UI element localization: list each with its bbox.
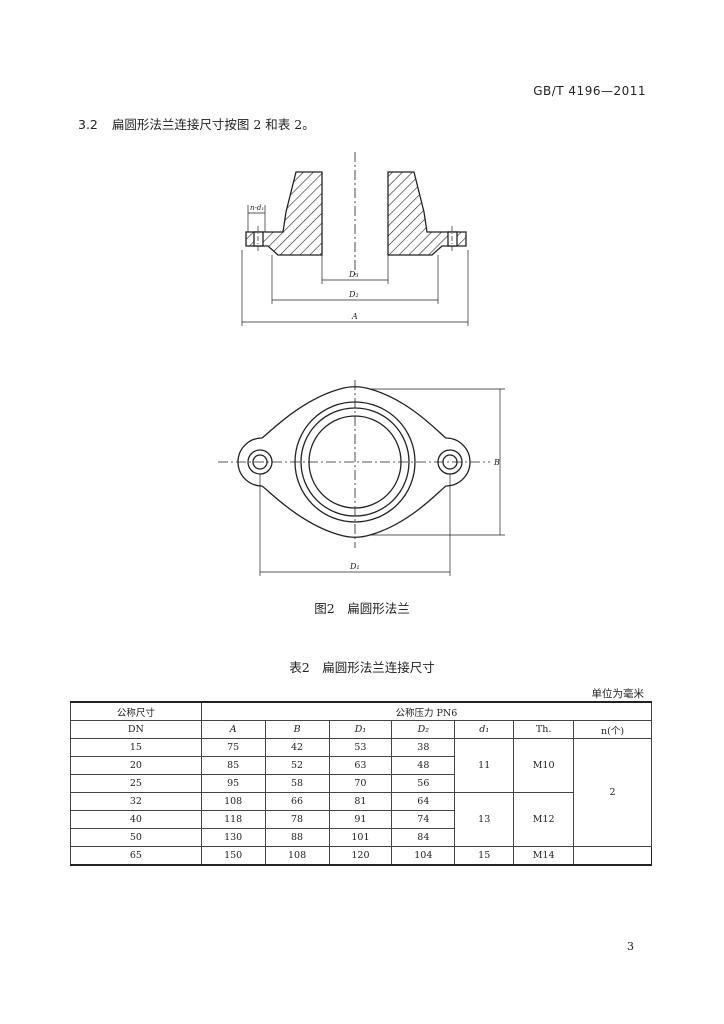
cell-a: 75 xyxy=(200,738,266,757)
header-pressure: 公称压力 PN6 xyxy=(200,701,653,721)
cell-dn: 50 xyxy=(70,828,202,847)
label-d1: D₁ xyxy=(349,562,360,571)
section-number: 3.2 xyxy=(78,117,98,132)
cell-dn: 25 xyxy=(70,774,202,793)
cell-thread-group2: M12 xyxy=(513,792,575,847)
right-hole-inner xyxy=(442,454,458,470)
cell-d1: 120 xyxy=(328,846,393,866)
cell-b: 78 xyxy=(264,810,330,829)
dimension-table: 公称尺寸 公称压力 PN6 DN A B D₁ D₂ d₁ Th. n(个) 1… xyxy=(70,701,653,866)
cell-a: 150 xyxy=(200,846,266,866)
table-row: 32 108 66 81 64 13 M12 xyxy=(70,792,652,847)
header-thread: Th. xyxy=(513,720,575,739)
cell-d1: 53 xyxy=(328,738,393,757)
section-view xyxy=(241,152,469,326)
cell-a: 108 xyxy=(200,792,266,811)
cell-d2: 56 xyxy=(391,774,456,793)
page-number: 3 xyxy=(627,940,634,953)
header-a: A xyxy=(200,720,266,739)
table-row: 25 95 58 70 56 xyxy=(70,774,652,793)
table-row: 15 75 42 53 38 11 M10 2 xyxy=(70,738,652,847)
header-row-2: DN A B D₁ D₂ d₁ Th. n(个) xyxy=(70,720,652,739)
label-d2: D₂ xyxy=(348,290,359,299)
table-caption: 表2 扁圆形法兰连接尺寸 xyxy=(289,660,435,675)
cell-d2: 64 xyxy=(391,792,456,811)
right-bolt-hole xyxy=(447,231,458,247)
table-row: 20 85 52 63 48 xyxy=(70,756,652,775)
header-nominal-size: 公称尺寸 xyxy=(70,701,202,721)
plan-view xyxy=(218,380,505,576)
cell-d1: 81 xyxy=(328,792,393,811)
cell-hole-group2: 13 xyxy=(454,792,515,847)
cell-b: 52 xyxy=(264,756,330,775)
cell-d2: 38 xyxy=(391,738,456,757)
label-hole: n-d₁ xyxy=(250,204,264,212)
unit-note: 单位为毫米 xyxy=(591,688,645,700)
cell-a: 95 xyxy=(200,774,266,793)
cell-dn: 32 xyxy=(70,792,202,811)
hub-outer xyxy=(294,401,416,523)
header-d1: D₁ xyxy=(328,720,393,739)
section-text: 扁圆形法兰连接尺寸按图 2 和表 2。 xyxy=(111,117,315,132)
hub-middle xyxy=(300,407,410,517)
header-dn: DN xyxy=(70,720,202,739)
flange-outline xyxy=(237,386,471,538)
cell-b: 88 xyxy=(264,828,330,847)
header-b: B xyxy=(264,720,330,739)
table-row: 65 150 108 120 104 15 M14 xyxy=(70,846,652,866)
cell-d1: 63 xyxy=(328,756,393,775)
section-heading: 3.2 扁圆形法兰连接尺寸按图 2 和表 2。 xyxy=(78,114,315,133)
header-hole-d1: d₁ xyxy=(454,720,515,739)
cell-a: 85 xyxy=(200,756,266,775)
cell-d2: 84 xyxy=(391,828,456,847)
cell-hole-group3: 15 xyxy=(454,846,515,866)
table-row: 50 130 88 101 84 xyxy=(70,828,652,847)
standard-code: GB/T 4196—2011 xyxy=(533,84,646,98)
header-d2: D₂ xyxy=(391,720,456,739)
label-d3: D₃ xyxy=(348,270,359,279)
cell-dn: 40 xyxy=(70,810,202,829)
table-row: 40 118 78 91 74 xyxy=(70,810,652,829)
cell-d1: 70 xyxy=(328,774,393,793)
cell-d1: 91 xyxy=(328,810,393,829)
cell-b: 42 xyxy=(264,738,330,757)
cell-dn: 15 xyxy=(70,738,202,757)
cell-dn: 65 xyxy=(70,846,202,866)
left-hole-inner xyxy=(252,454,268,470)
header-row-1: 公称尺寸 公称压力 PN6 xyxy=(70,701,653,721)
cell-dn: 20 xyxy=(70,756,202,775)
cell-a: 118 xyxy=(200,810,266,829)
label-a: A xyxy=(351,312,358,321)
header-n: n(个) xyxy=(573,720,652,739)
cell-d2: 74 xyxy=(391,810,456,829)
label-b: B xyxy=(493,458,500,467)
cell-d2: 104 xyxy=(391,846,456,866)
bore xyxy=(308,415,402,509)
cell-b: 66 xyxy=(264,792,330,811)
cell-hole-group1: 11 xyxy=(454,738,515,793)
flange-drawing: n-d₁ D₃ D₂ A B D₁ xyxy=(218,152,505,576)
cell-b: 58 xyxy=(264,774,330,793)
cell-thread-group3: M14 xyxy=(513,846,575,866)
cell-thread-group1: M10 xyxy=(513,738,575,793)
cell-a: 130 xyxy=(200,828,266,847)
cell-d1: 101 xyxy=(328,828,393,847)
cell-b: 108 xyxy=(264,846,330,866)
cell-n-all: 2 xyxy=(573,738,652,847)
cell-d2: 48 xyxy=(391,756,456,775)
left-bolt-hole xyxy=(253,231,264,247)
figure-caption: 图2 扁圆形法兰 xyxy=(314,601,410,616)
